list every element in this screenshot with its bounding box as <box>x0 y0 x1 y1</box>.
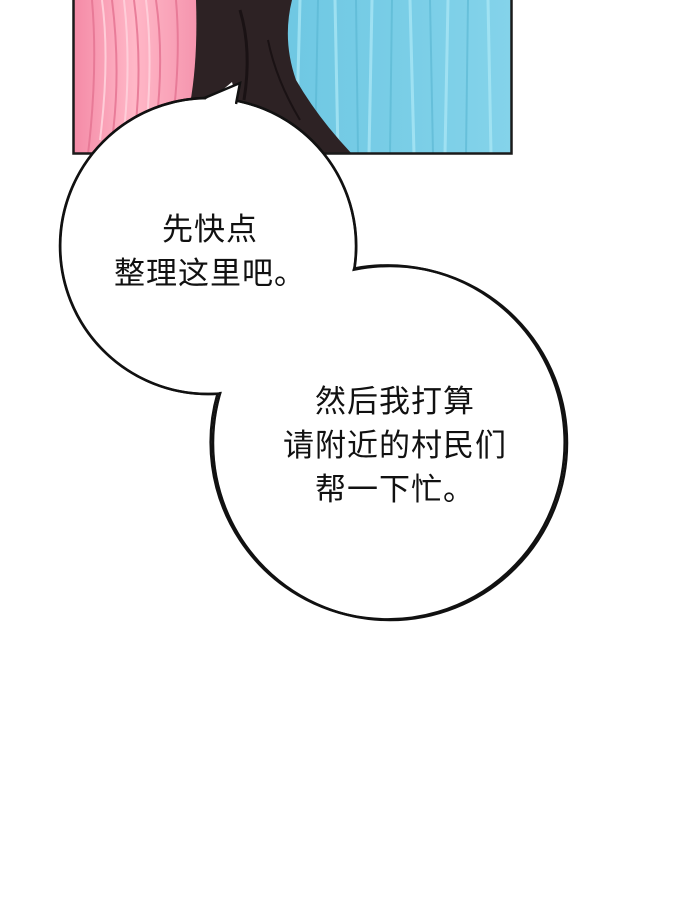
speech-bubble-2-text: 然后我打算 请附近的村民们 帮一下忙。 <box>250 380 540 512</box>
bubble-1-tail-cover <box>206 99 235 108</box>
bubble-1-tail-outline <box>203 80 242 105</box>
background-streaks <box>294 0 493 154</box>
clothing-fold <box>238 9 249 101</box>
bubble-1-line-1: 先快点 <box>162 212 258 248</box>
bubble-merge-fill <box>61 99 566 619</box>
bubble-2-line-3: 帮一下忙。 <box>315 472 475 508</box>
speech-bubble-1-text: 先快点 整理这里吧。 <box>95 208 325 296</box>
clothing-fold-2 <box>267 39 301 121</box>
bubble-2-line-1: 然后我打算 <box>315 384 475 420</box>
bubble-merged-outline <box>58 96 566 621</box>
bubble-2-line-2: 请附近的村民们 <box>283 428 507 464</box>
bubble-1-line-2: 整理这里吧。 <box>114 256 306 292</box>
